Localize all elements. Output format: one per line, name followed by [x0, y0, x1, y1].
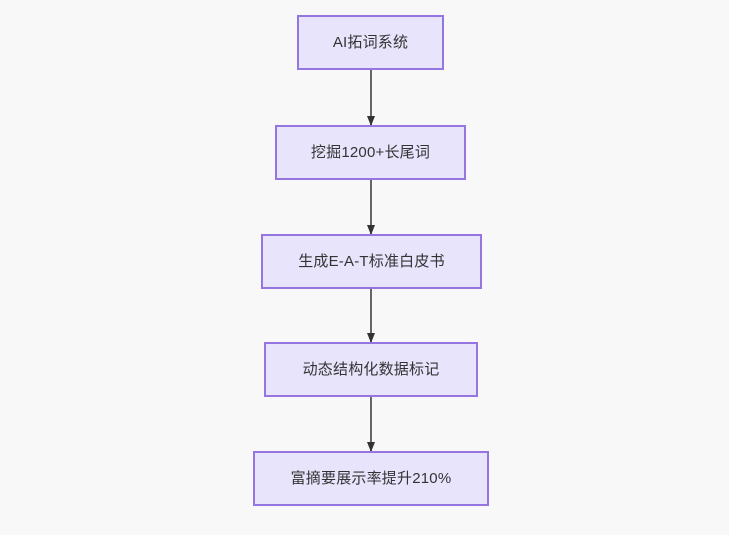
flow-node-mine-longtail-keywords[interactable]: 挖掘1200+长尾词	[275, 125, 466, 180]
flow-node-label: AI拓词系统	[332, 33, 409, 51]
flow-node-generate-eat-whitepaper[interactable]: 生成E-A-T标准白皮书	[261, 234, 482, 289]
flow-node-label: 挖掘1200+长尾词	[310, 143, 431, 161]
flow-node-label: 动态结构化数据标记	[302, 360, 440, 378]
flow-node-ai-keyword-system[interactable]: AI拓词系统	[297, 15, 444, 70]
flow-node-label: 生成E-A-T标准白皮书	[298, 252, 445, 270]
flow-node-rich-snippet-impression-uplift[interactable]: 富摘要展示率提升210%	[253, 451, 489, 506]
flow-node-label: 富摘要展示率提升210%	[290, 469, 452, 487]
flow-node-dynamic-structured-data-markup[interactable]: 动态结构化数据标记	[264, 342, 478, 397]
